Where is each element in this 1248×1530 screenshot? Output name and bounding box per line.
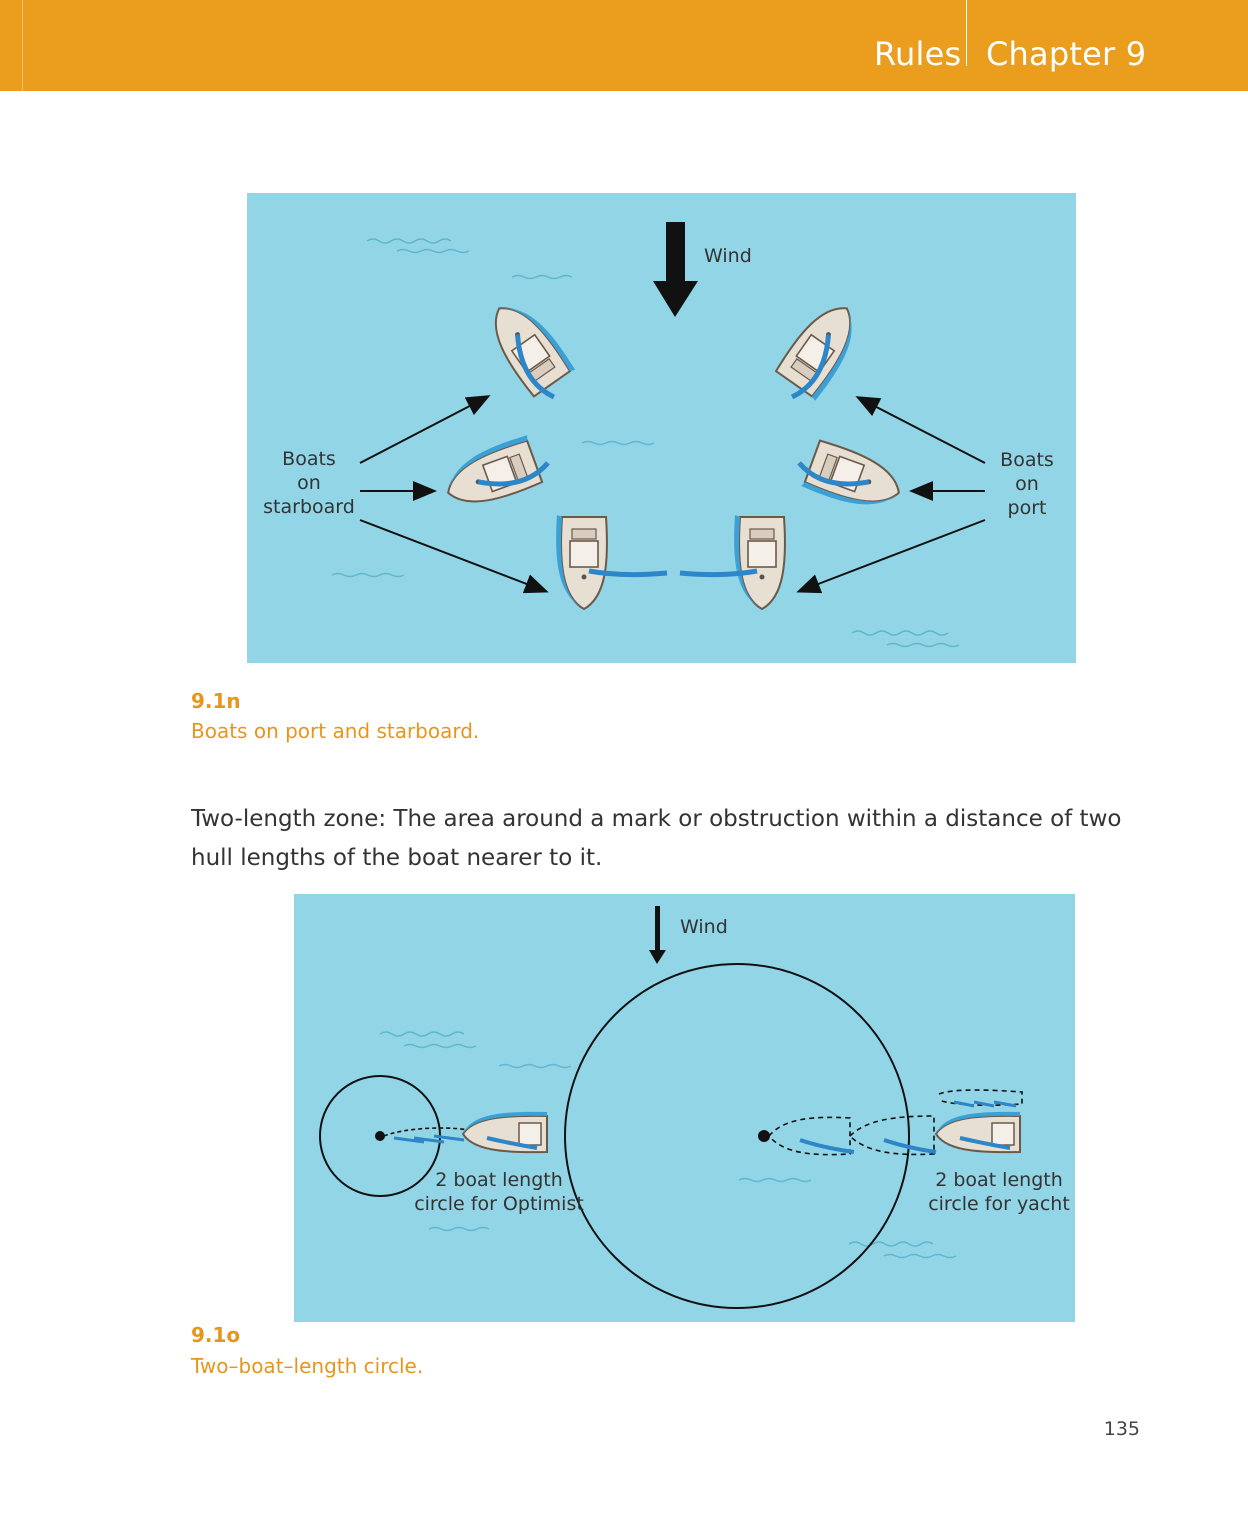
- chapter-header: Rules Chapter 9: [0, 0, 1248, 91]
- optimist-boat: [461, 1109, 549, 1155]
- wind-label: Wind: [680, 916, 728, 938]
- chapter-title: Chapter 9: [986, 35, 1147, 73]
- port-starboard-diagram: [331, 222, 986, 648]
- starboard-label-line: starboard: [263, 496, 355, 518]
- starboard-boat-bottom: [555, 514, 608, 610]
- starboard-boat-middle: [437, 433, 550, 516]
- figure-o-id: 9.1o: [191, 1323, 241, 1347]
- optimist-circle-label: 2 boat length circle for Optimist: [409, 1168, 589, 1216]
- optimist-label-line: circle for Optimist: [414, 1193, 584, 1215]
- figure-two-length-circle: Wind 2 boat length circle for Optimist 2…: [294, 894, 1075, 1322]
- port-label-line: Boats: [1000, 449, 1054, 471]
- yacht-boat: [934, 1109, 1022, 1155]
- starboard-label-line: Boats: [282, 448, 336, 470]
- pointer-arrows: [359, 395, 986, 594]
- port-label: Boats on port: [987, 448, 1067, 520]
- figure-o-caption: Two–boat–length circle.: [191, 1354, 424, 1378]
- page-number: 135: [1103, 1418, 1140, 1440]
- wind-arrow-icon: [653, 222, 698, 317]
- wind-label: Wind: [704, 245, 752, 267]
- section-title: Rules: [874, 35, 962, 73]
- body-paragraph: Two-length zone: The area around a mark …: [191, 806, 1122, 871]
- yacht-circle-label: 2 boat length circle for yacht: [924, 1168, 1074, 1216]
- header-divider: [966, 0, 967, 66]
- yacht-label-line: circle for yacht: [928, 1193, 1070, 1215]
- water-ripples: [379, 1031, 957, 1259]
- starboard-boat-bottom-sail: [588, 568, 668, 578]
- port-boat-bottom: [733, 514, 786, 610]
- starboard-label: Boats on starboard: [259, 447, 359, 519]
- optimist-dashed-outline: [383, 1127, 470, 1137]
- figure-n-caption: Boats on port and starboard.: [191, 719, 480, 743]
- optimist-ghost-sails: [393, 1134, 465, 1144]
- yacht-mark: [758, 1130, 770, 1142]
- port-boat-middle: [797, 438, 908, 520]
- yacht-ghost-outline-2: [848, 1115, 935, 1156]
- header-edge-line: [0, 0, 23, 91]
- starboard-boat-top: [479, 291, 577, 400]
- two-length-circle-diagram: [319, 906, 1023, 1309]
- yacht-ghost-sails: [799, 1138, 937, 1154]
- yacht-ghost-sails-upper: [953, 1100, 1017, 1108]
- wind-arrow-icon: [649, 906, 666, 964]
- optimist-mark: [375, 1131, 385, 1141]
- port-boat-top: [773, 294, 871, 403]
- figure-port-starboard: Wind Boats on starboard Boats on port: [247, 193, 1076, 663]
- figure-n-id: 9.1n: [191, 689, 241, 713]
- port-label-line: port: [1007, 497, 1047, 519]
- yacht-label-line: 2 boat length: [935, 1169, 1063, 1191]
- starboard-label-line: on: [297, 472, 321, 494]
- optimist-label-line: 2 boat length: [435, 1169, 563, 1191]
- port-boat-bottom-sail: [679, 568, 758, 578]
- yacht-zone-circle: [564, 963, 910, 1309]
- water-ripples: [331, 238, 960, 648]
- port-label-line: on: [1015, 473, 1039, 495]
